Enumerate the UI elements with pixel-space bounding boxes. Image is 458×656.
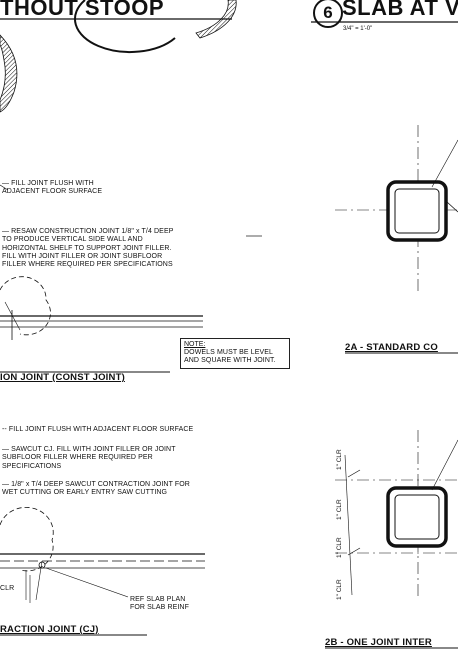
sawcut-line [35, 560, 43, 601]
dowel-note-box: NOTE: DOWELS MUST BE LEVEL AND SQUARE WI… [180, 338, 290, 369]
left-hatch-crescent [0, 34, 18, 113]
detail-number: 6 [323, 3, 333, 22]
ref-slab-note: REF SLAB PLAN FOR SLAB REINF [130, 596, 189, 612]
title-left: THOUT STOOP [0, 0, 164, 20]
note-wet-cutting: — 1/8" x T/4 DEEP SAWCUT CONTRACTION JOI… [2, 481, 190, 497]
dim-clr-1: 1" CLR [336, 449, 343, 470]
column-outline-inner [394, 494, 440, 540]
caption-contraction-joint: RACTION JOINT (CJ) [0, 624, 99, 635]
dim-clr-4: 1" CLR [336, 579, 343, 600]
column-outline-inner [394, 188, 440, 234]
caption-2b: 2B - ONE JOINT INTER [325, 637, 432, 648]
clr-label: CLR [0, 585, 15, 592]
leader-line [431, 139, 458, 188]
column-outline-outer [386, 486, 448, 548]
dim-tick [347, 547, 361, 556]
dim-tick [347, 469, 361, 478]
note-box-heading: NOTE: [184, 341, 206, 348]
note-fill-joint: — FILL JOINT FLUSH WITH ADJACENT FLOOR S… [2, 180, 103, 196]
stoop-hatch-arc [195, 0, 237, 39]
note-box-text: DOWELS MUST BE LEVEL AND SQUARE WITH JOI… [184, 349, 276, 365]
leader-line [431, 439, 458, 491]
leader-line [446, 201, 458, 213]
dim-clr-2: 1" CLR [336, 499, 343, 520]
dim-line [344, 454, 353, 596]
caption-construction-joint: ION JOINT (CONST JOINT) [0, 372, 125, 383]
dowel-line [4, 301, 21, 331]
note-resaw: — RESAW CONSTRUCTION JOINT 1/8" x T/4 DE… [2, 228, 174, 269]
title-right: SLAB AT V [342, 0, 458, 20]
note-sawcut: — SAWCUT CJ. FILL WITH JOINT FILLER OR J… [2, 446, 176, 470]
dashed-detail-circle [0, 276, 51, 336]
dashed-detail-circle [0, 506, 54, 572]
scale-label: 3/4" = 1'-0" [343, 26, 373, 32]
note-fill-flush: -- FILL JOINT FLUSH WITH ADJACENT FLOOR … [2, 426, 194, 433]
leader-line [45, 567, 129, 598]
caption-2a: 2A - STANDARD CO [345, 342, 438, 353]
leader-line [0, 184, 9, 191]
dim-clr-3: 1" CLR [336, 537, 343, 558]
detail-number-circle: 6 [313, 0, 343, 28]
column-outline-outer [386, 180, 448, 242]
stoop-arc [74, 0, 176, 53]
